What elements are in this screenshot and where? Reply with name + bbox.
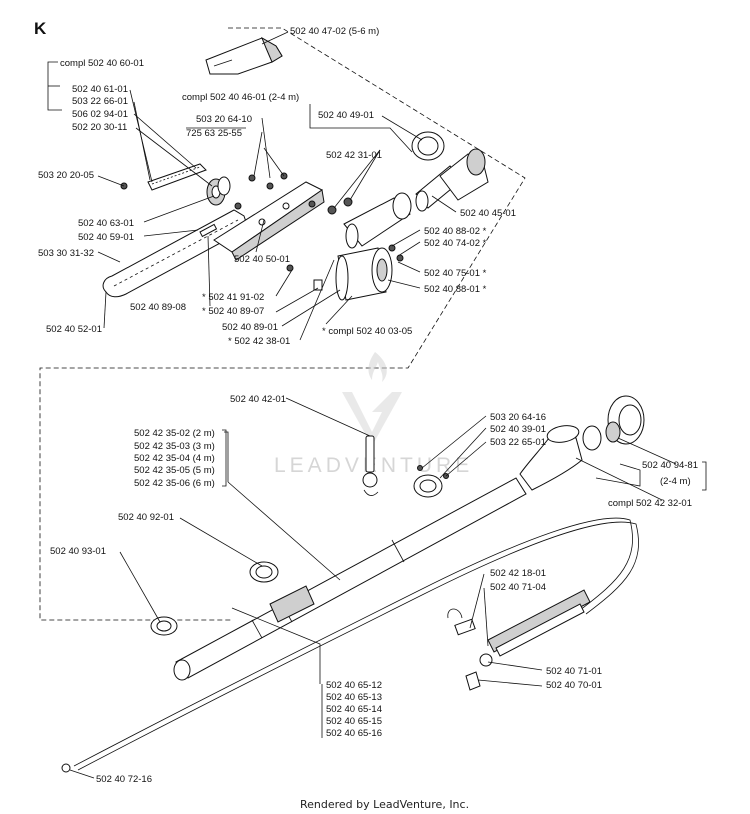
label-p13: 502 40 45-01 [460, 208, 516, 219]
assembly-boundary [39, 27, 526, 621]
handle-cap-part [605, 395, 645, 445]
upper-cone-part [439, 148, 489, 201]
label-p15: 502 40 59-01 [78, 232, 134, 243]
label-p22: * 502 41 91-02 [202, 292, 264, 303]
label-p49: 502 40 65-14 [326, 704, 382, 715]
label-p8: 502 40 49-01 [318, 110, 374, 121]
funnel-part [519, 425, 602, 491]
label-p4: 503 22 66-01 [72, 96, 128, 107]
label-p34: 502 42 35-03 (3 m) [134, 441, 215, 452]
control-cable-part [447, 589, 591, 691]
bevel-housing-part [327, 192, 412, 262]
label-p25: 502 40 52-01 [46, 324, 102, 335]
label-p35: 502 42 35-04 (4 m) [134, 453, 215, 464]
sprocket-part [206, 176, 231, 206]
label-p14: 502 40 63-01 [78, 218, 134, 229]
label-p10: 725 63 25-55 [186, 128, 242, 139]
label-p38: 502 40 94-81 [642, 460, 698, 471]
label-p2: compl 502 40 60-01 [60, 58, 144, 69]
label-p17: 502 40 74-02 * [424, 238, 487, 249]
section-letter: K [34, 19, 47, 38]
label-p11: 502 42 31-01 [326, 150, 382, 161]
clamp-ring-part [411, 131, 445, 161]
label-p31: 502 40 39-01 [490, 424, 546, 435]
label-p46: 502 40 70-01 [546, 680, 602, 691]
label-p5: 506 02 94-01 [72, 109, 128, 120]
label-p29: 502 40 42-01 [230, 394, 286, 405]
label-p41: 502 40 92-01 [118, 512, 174, 523]
gear-housing-part [335, 247, 393, 301]
label-p19: 502 40 50-01 [234, 254, 290, 265]
label-p16: 502 40 88-02 * [424, 226, 487, 237]
label-p44: 502 40 71-04 [490, 582, 546, 593]
pole-clamp-part [249, 561, 279, 583]
label-p27: * compl 502 40 03-05 [322, 326, 412, 337]
label-p48: 502 40 65-13 [326, 692, 382, 703]
drive-cable-part [61, 517, 639, 773]
leader-lines [47, 31, 677, 779]
grip-sleeve-part [269, 585, 315, 623]
label-p50: 502 40 65-15 [326, 716, 382, 727]
label-p3: 502 40 61-01 [72, 84, 128, 95]
label-p39: (2-4 m) [660, 476, 691, 487]
label-p9: 503 20 64-10 [196, 114, 252, 125]
label-p36: 502 42 35-05 (5 m) [134, 465, 215, 476]
footer-credit: Rendered by LeadVenture, Inc. [300, 798, 469, 811]
watermark-logo [342, 352, 402, 446]
chain-part [147, 163, 207, 191]
label-p40: compl 502 42 32-01 [608, 498, 692, 509]
hose-clamp-part [413, 465, 449, 498]
pole-clamp-small-part [150, 616, 178, 636]
label-p24: * 502 40 89-07 [202, 306, 264, 317]
part-labels: 502 40 47-02 (5-6 m) compl 502 40 60-01 … [38, 26, 707, 785]
label-p47: 502 40 65-12 [326, 680, 382, 691]
label-p26: 502 40 89-01 [222, 322, 278, 333]
label-p23: 502 40 89-08 [130, 302, 186, 313]
bar-mount-part [213, 181, 325, 261]
label-p18: 503 30 31-32 [38, 248, 94, 259]
label-p1: 502 40 47-02 (5-6 m) [290, 26, 379, 37]
label-p21: 502 40 88-01 * [424, 284, 487, 295]
hook-part [362, 435, 379, 496]
label-p43: 502 42 18-01 [490, 568, 546, 579]
label-bracket-cap [702, 461, 707, 491]
label-p28: * 502 42 38-01 [228, 336, 290, 347]
label-p7: compl 502 40 46-01 (2-4 m) [182, 92, 299, 103]
label-p6: 502 20 30-11 [72, 122, 127, 133]
label-p30: 503 20 64-16 [490, 412, 546, 423]
label-p33: 502 42 35-02 (2 m) [134, 428, 215, 439]
pole-tube-part [173, 477, 527, 681]
label-p42: 502 40 93-01 [50, 546, 106, 557]
label-p37: 502 42 35-06 (6 m) [134, 478, 215, 489]
chain-cover-part [205, 36, 283, 75]
label-p12: 503 20 20-05 [38, 170, 94, 181]
guide-bar-part [102, 209, 249, 298]
label-bracket-tubes [222, 429, 227, 487]
label-p52: 502 40 72-16 [96, 774, 152, 785]
screws-part [120, 172, 323, 291]
label-p45: 502 40 71-01 [546, 666, 602, 677]
label-p51: 502 40 65-16 [326, 728, 382, 739]
label-p20: 502 40 75-01 * [424, 268, 487, 279]
label-p32: 503 22 65-01 [490, 437, 546, 448]
